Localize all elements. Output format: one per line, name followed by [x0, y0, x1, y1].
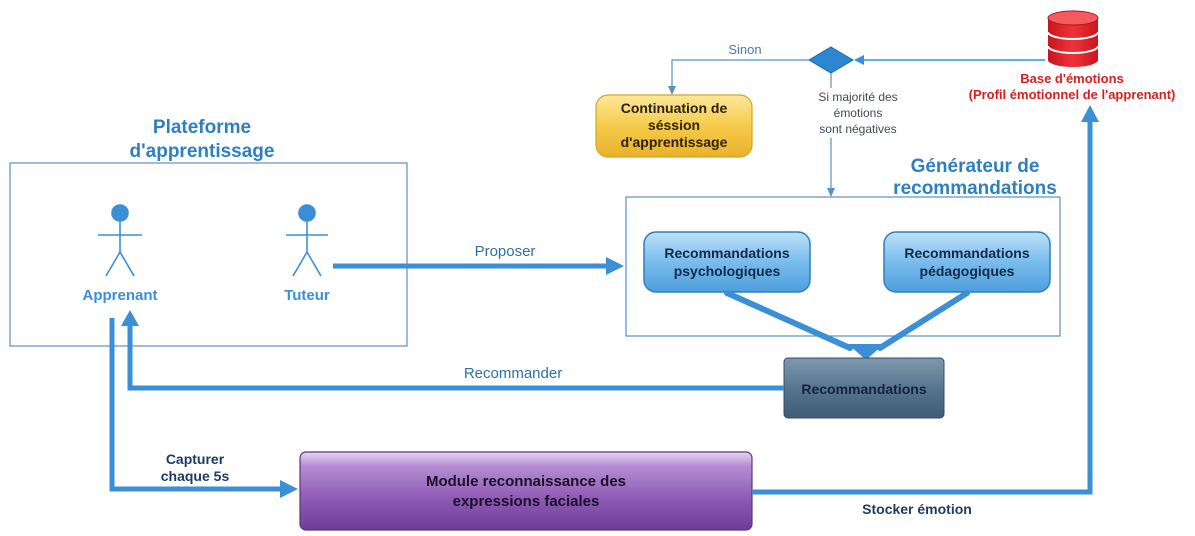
platform-title-line1: Plateforme	[153, 117, 251, 138]
platform-box	[9, 162, 408, 347]
store-arrowhead	[1081, 105, 1099, 122]
generator-title-line2: recommandations	[893, 178, 1057, 199]
recommend-label: Recommander	[464, 365, 562, 382]
learner-actor-icon	[98, 204, 142, 277]
capture-label-line2: chaque 5s	[161, 468, 230, 484]
condition-label-line3: sont négatives	[819, 122, 896, 136]
generator-title-line1: Générateur de	[911, 156, 1040, 177]
store-label: Stocker émotion	[862, 501, 972, 517]
capture-label-line1: Capturer	[166, 451, 225, 467]
recommend-arrow	[127, 322, 784, 391]
peda-reco-line1: Recommandations	[904, 245, 1029, 261]
db-to-decision-arrow	[854, 55, 1045, 65]
condition-label-line2: émotions	[834, 106, 883, 120]
condition-label-line1: Si majorité des	[818, 90, 897, 104]
capture-arrowhead	[280, 480, 298, 498]
propose-arrow	[333, 257, 624, 275]
recommendations-label: Recommandations	[801, 381, 926, 397]
merge-arrowhead	[848, 344, 884, 360]
learner-label: Apprenant	[83, 287, 158, 304]
database-icon	[1047, 10, 1099, 67]
facial-module-line1: Module reconnaissance des	[426, 473, 626, 490]
psych-reco-line1: Recommandations	[664, 245, 789, 261]
continuation-line3: d'apprentissage	[621, 134, 728, 150]
propose-label: Proposer	[475, 243, 536, 260]
recommend-arrowhead	[121, 310, 139, 326]
else-label: Sinon	[728, 42, 761, 57]
decision-diamond	[808, 46, 854, 74]
tutor-actor-icon	[286, 204, 328, 277]
psych-reco-line2: psychologiques	[674, 263, 781, 279]
continuation-node	[595, 94, 753, 158]
peda-reco-line2: pédagogiques	[920, 263, 1015, 279]
merge-arrows	[724, 290, 970, 351]
else-arrow	[671, 59, 809, 88]
database-label-line1: Base d'émotions	[1020, 71, 1124, 86]
tutor-label: Tuteur	[284, 287, 330, 304]
facial-module-node	[299, 451, 753, 531]
capture-arrow	[109, 318, 282, 492]
platform-title-line2: d'apprentissage	[130, 141, 275, 162]
peda-reco-node	[883, 231, 1051, 293]
generator-box	[625, 196, 1061, 337]
condition-label-bg	[800, 88, 912, 138]
psych-reco-node	[643, 231, 811, 293]
else-arrowhead	[668, 86, 676, 95]
store-arrow	[752, 120, 1093, 495]
database-label-line2: (Profil émotionnel de l'apprenant)	[969, 87, 1176, 102]
facial-module-line2: expressions faciales	[453, 493, 600, 510]
continuation-line1: Continuation de	[621, 100, 728, 116]
continuation-line2: séssion	[648, 117, 700, 133]
